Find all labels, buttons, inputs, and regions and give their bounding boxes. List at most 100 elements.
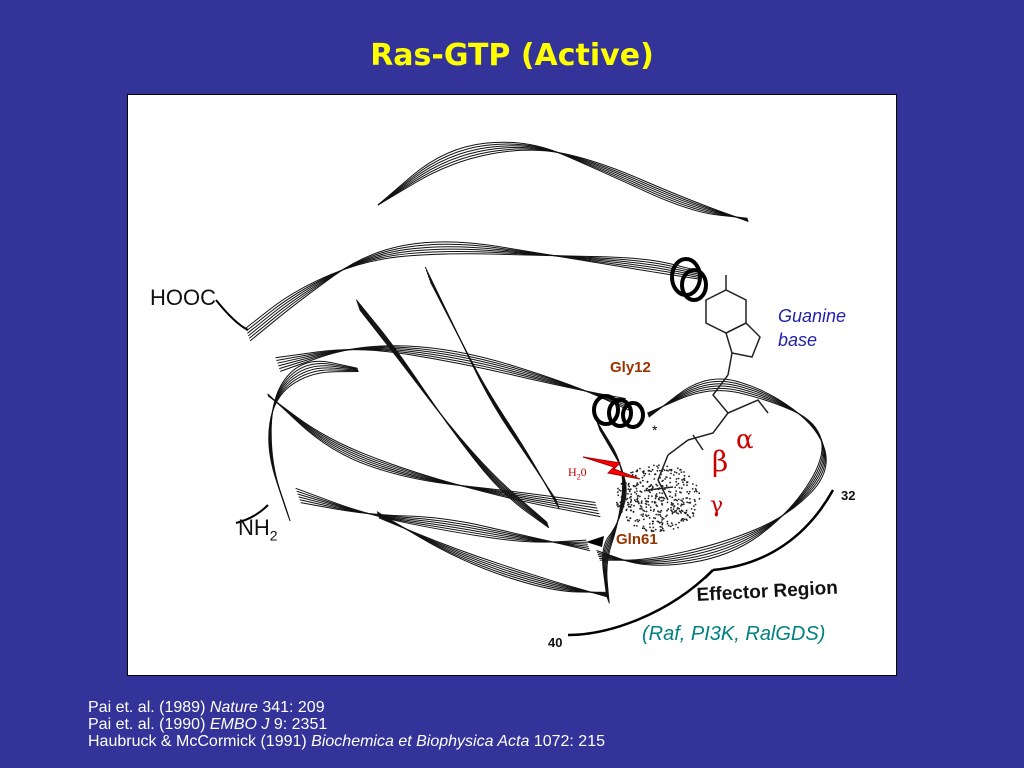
stipple-dot [630,504,633,506]
stipple-dot [649,506,652,509]
beta-strand-ribbon [597,385,825,563]
stipple-dot [617,503,619,506]
stipple-dot [635,484,638,487]
stipple-dot [696,490,698,493]
stipple-dot [674,493,677,495]
beta-strand-ribbon [359,309,548,523]
stipple-dot [666,509,668,512]
stipple-dot [675,471,678,474]
stipple-dot [644,502,647,505]
stipple-dot [670,506,672,509]
stipple-dot [662,479,664,482]
stipple-dot [662,489,664,491]
beta-strand-ribbon [280,345,631,412]
stipple-dot [688,490,691,493]
stipple-dot [671,512,674,515]
stipple-dot [648,517,651,519]
stipple-dot [662,499,665,502]
stipple-dot [662,517,665,520]
stipple-dot [667,508,670,511]
stipple-dot [671,496,674,499]
stipple-dot [686,491,689,493]
stipple-dot [642,525,645,528]
beta-strand-ribbon [596,420,624,604]
references-list: Pai et. al. (1989) Nature 341: 209 Pai e… [88,699,605,750]
ras-structure-figure: HOOC NH2 Guanine base Gly12 Gln61 H20 * … [127,94,897,676]
stipple-dot [675,480,678,483]
stipple-dot [644,472,647,475]
stipple-dot [657,467,659,469]
beta-phosphate-label: β [712,445,729,478]
stipple-dot [673,506,675,508]
stipple-dot [658,464,660,467]
stipple-dot [648,466,650,468]
stipple-dot [677,482,680,485]
stipple-dot [660,529,663,532]
stipple-dot [661,527,664,530]
stipple-dot [639,504,642,507]
stipple-dot [666,465,669,468]
stipple-dot [624,483,627,486]
stipple-dot [628,490,631,493]
residue-40-label: 40 [548,635,563,650]
stipple-dot [661,485,664,488]
stipple-dot [682,481,684,484]
stipple-dot [685,518,688,521]
stipple-dot [640,491,643,493]
stipple-dot [645,500,648,503]
stipple-dot [641,485,644,487]
alpha-helix-coil [680,268,708,302]
stipple-dot [642,513,645,515]
beta-strand-ribbon [245,253,697,329]
alpha-helix-coil [621,401,645,429]
stipple-dot [643,474,646,477]
stipple-dot [645,510,648,513]
stipple-dot [687,492,690,495]
stipple-dot [660,521,663,523]
stipple-dot [678,487,681,489]
c-terminus-label: HOOC [150,285,216,310]
stipple-dot [666,522,669,525]
stipple-dot [655,496,657,498]
lightning-bolt-icon [582,456,641,480]
reference-item: Pai et. al. (1989) Nature 341: 209 [88,699,325,716]
stipple-dot [692,483,694,485]
stipple-dot [693,490,696,493]
stipple-dot [630,493,633,495]
stipple-dot [628,519,630,522]
stipple-dot [625,516,628,519]
stipple-dot [640,500,643,502]
n-terminal-tail [235,504,269,524]
stipple-dot [632,484,635,487]
stipple-dot [651,487,654,490]
stipple-dot [630,495,632,498]
stipple-dot [630,498,633,501]
stipple-dot [675,512,678,514]
stipple-dot [652,510,655,512]
stipple-dot [658,522,661,524]
water-label: H20 [568,465,587,482]
stipple-dot [653,464,655,467]
stipple-dot [654,528,657,531]
beta-strand-ribbon [269,367,359,515]
stipple-dot [631,471,634,474]
stipple-dot [647,495,650,497]
beta-strand-ribbon [297,493,588,545]
stipple-dot [636,490,638,492]
stipple-dot [633,504,635,507]
stipple-dot [650,470,652,473]
stipple-dot [652,530,655,532]
stipple-dot [645,488,648,491]
stipple-dot [651,495,653,498]
stipple-dot [662,468,664,470]
stipple-dot [647,489,650,492]
stipple-dot [637,501,640,504]
stipple-dot [672,503,675,505]
star-marker: * [652,422,658,438]
stipple-dot [654,473,657,476]
stipple-dot [627,484,630,486]
stipple-dot [659,513,661,516]
stipple-dot [660,500,663,502]
stipple-dot [666,486,668,489]
stipple-dot [682,483,685,486]
